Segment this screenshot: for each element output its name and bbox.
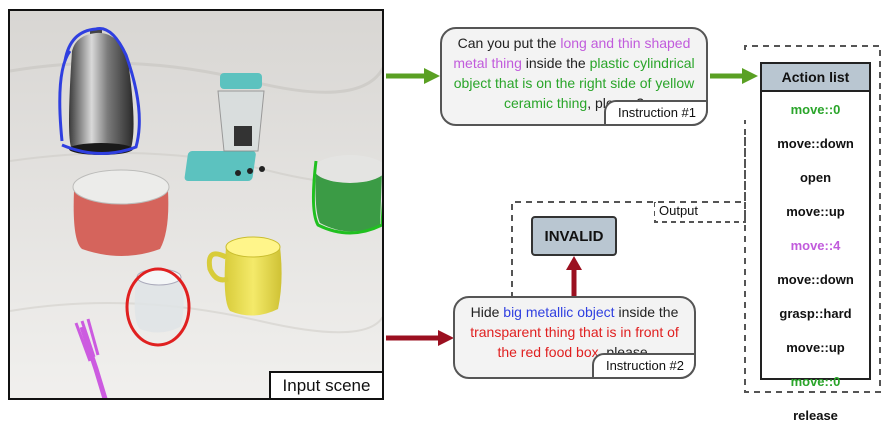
instruction-2-tag: Instruction #2 bbox=[591, 353, 696, 379]
action-item: move::up bbox=[786, 203, 845, 219]
output-label: Output bbox=[655, 203, 703, 218]
arrow-head-red-1 bbox=[438, 330, 454, 346]
arrow-head-green-2 bbox=[742, 68, 758, 84]
instruction-2-bubble: Hide big metallic object inside the tran… bbox=[453, 296, 696, 379]
metal-fork bbox=[74, 318, 108, 398]
instruction-1-tag: Instruction #1 bbox=[603, 100, 708, 126]
yellow-mug bbox=[206, 236, 282, 316]
instruction-1-part-3: inside the bbox=[521, 55, 590, 71]
transparent-glass bbox=[125, 267, 191, 347]
action-item: open bbox=[799, 169, 832, 185]
action-item: move::0 bbox=[790, 101, 841, 117]
scene-illustration bbox=[10, 11, 382, 398]
action-item: grasp::hard bbox=[779, 305, 852, 321]
action-item: release bbox=[793, 407, 838, 423]
arrow-head-green-1 bbox=[424, 68, 440, 84]
input-scene-label: Input scene bbox=[269, 371, 382, 398]
instruction-2-part-3: inside the bbox=[614, 304, 679, 320]
instruction-1-part-1: Can you put the bbox=[457, 35, 561, 51]
instruction-2-part-1: Hide bbox=[470, 304, 504, 320]
invalid-box: INVALID bbox=[531, 216, 617, 256]
input-scene-image: Input scene bbox=[8, 9, 384, 400]
instruction-2-part-2: big metallic object bbox=[503, 304, 615, 320]
action-item: move::4 bbox=[790, 237, 841, 253]
red-food-box bbox=[72, 169, 170, 256]
action-list-table: Action list move::0 move::down open move… bbox=[760, 62, 871, 423]
teal-blender bbox=[184, 73, 265, 181]
action-list-title: Action list bbox=[762, 64, 869, 92]
instruction-1-bubble: Can you put the long and thin shaped met… bbox=[440, 27, 708, 126]
action-list-items: move::0 move::down open move::up move::4… bbox=[762, 92, 869, 432]
arrow-head-red-2 bbox=[566, 256, 582, 270]
action-item: move::down bbox=[777, 271, 854, 287]
green-plastic-container bbox=[311, 155, 382, 235]
instruction-1-part-4: plastic cylindrical object that is on th… bbox=[453, 55, 695, 111]
instruction-2-text: Hide big metallic object inside the tran… bbox=[455, 298, 694, 362]
action-item: move::up bbox=[786, 339, 845, 355]
diagram: Input scene Output Can you put the long … bbox=[8, 9, 881, 423]
output-dashed-region bbox=[511, 120, 746, 298]
action-item: move::down bbox=[777, 135, 854, 151]
action-item: move::0 bbox=[790, 373, 841, 389]
instruction-2-part-4: transparent thing that is in front of th… bbox=[470, 324, 679, 360]
instruction-1-text: Can you put the long and thin shaped met… bbox=[442, 29, 706, 113]
metal-kettle bbox=[58, 27, 141, 156]
instruction-1-part-2: long and thin shaped metal thing bbox=[453, 35, 691, 71]
